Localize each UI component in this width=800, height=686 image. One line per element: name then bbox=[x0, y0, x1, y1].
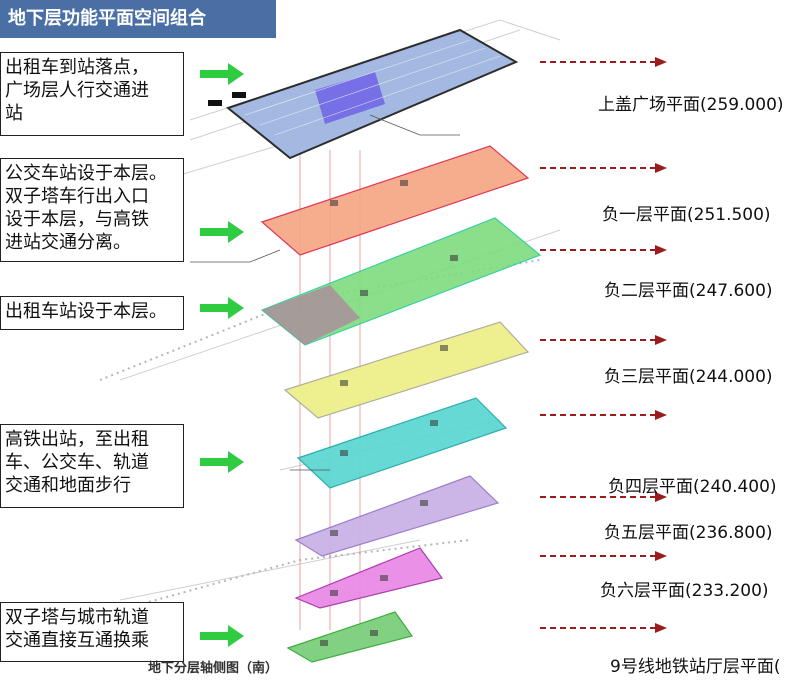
level-label-b1: 负一层平面(251.500) bbox=[602, 205, 771, 225]
b3-level-plan bbox=[283, 321, 530, 419]
note-taxi-station: 出租车站设于本层。 bbox=[0, 296, 184, 330]
diagram-caption: 地下分层轴侧图（南） bbox=[148, 661, 279, 676]
level-label-plaza: 上盖广场平面(259.000) bbox=[598, 95, 784, 115]
b4-level-plan bbox=[296, 397, 508, 489]
green-arrows bbox=[200, 63, 244, 647]
note-twin-towers: 双子塔与城市轨道 交通直接互通换乘 bbox=[0, 602, 184, 662]
b5-level-plan bbox=[294, 475, 500, 557]
level-label-b2: 负二层平面(247.600) bbox=[604, 281, 773, 301]
note-hsr-exit: 高铁出站，至出租 车、公交车、轨道 交通和地面步行 bbox=[0, 424, 184, 508]
red-arrows bbox=[540, 61, 655, 629]
level-label-b4: 负四层平面(240.400) bbox=[608, 477, 777, 497]
level-label-b6: 负六层平面(233.200) bbox=[600, 581, 769, 601]
level-label-metro: 9号线地铁站厅层平面( bbox=[610, 657, 781, 677]
page-title: 地下层功能平面空间组合 bbox=[0, 0, 276, 38]
b1-level-plan bbox=[260, 145, 530, 256]
metro-level-plan bbox=[286, 611, 413, 663]
note-taxi-arrival: 出租车到站落点， 广场层人行交通进 站 bbox=[0, 52, 184, 136]
note-bus-station: 公交车站设于本层。 双子塔车行出入口 设于本层，与高铁 进站交通分离。 bbox=[0, 158, 184, 262]
level-label-b3: 负三层平面(244.000) bbox=[604, 367, 773, 387]
level-label-b5: 负五层平面(236.800) bbox=[604, 523, 773, 543]
